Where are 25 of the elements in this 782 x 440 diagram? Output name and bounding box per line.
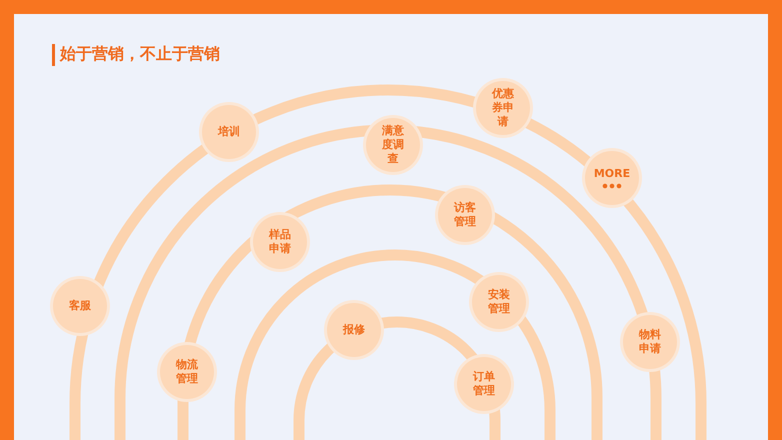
feature-circle	[438, 188, 492, 242]
feature-label: 物料申请	[638, 328, 662, 356]
feature-label: 样品申请	[268, 228, 292, 256]
feature-label: 访客管理	[452, 201, 477, 229]
feature-label: 满意度调查	[381, 124, 405, 166]
feature-label: 订单管理	[472, 370, 496, 398]
feature-label: 报修	[342, 323, 366, 337]
feature-circle	[457, 357, 511, 411]
feature-circle	[366, 118, 420, 172]
feature-label: 培训	[216, 125, 241, 139]
title: 始于营销，不止于营销	[60, 44, 220, 65]
feature-circle	[202, 105, 256, 159]
feature-label: 客服	[68, 299, 92, 313]
feature-label: 安装管理	[487, 288, 511, 316]
feature-circle	[160, 345, 214, 399]
feature-circle	[253, 215, 307, 269]
feature-label: 物流管理	[174, 358, 199, 386]
feature-circle	[53, 279, 107, 333]
feature-circle	[623, 315, 677, 369]
feature-label: 优惠券申请	[490, 87, 515, 129]
feature-circle	[585, 151, 639, 205]
feature-label: MORE	[592, 167, 632, 181]
feature-circle	[476, 81, 530, 135]
feature-circle	[327, 303, 381, 357]
feature-circle	[472, 275, 526, 329]
